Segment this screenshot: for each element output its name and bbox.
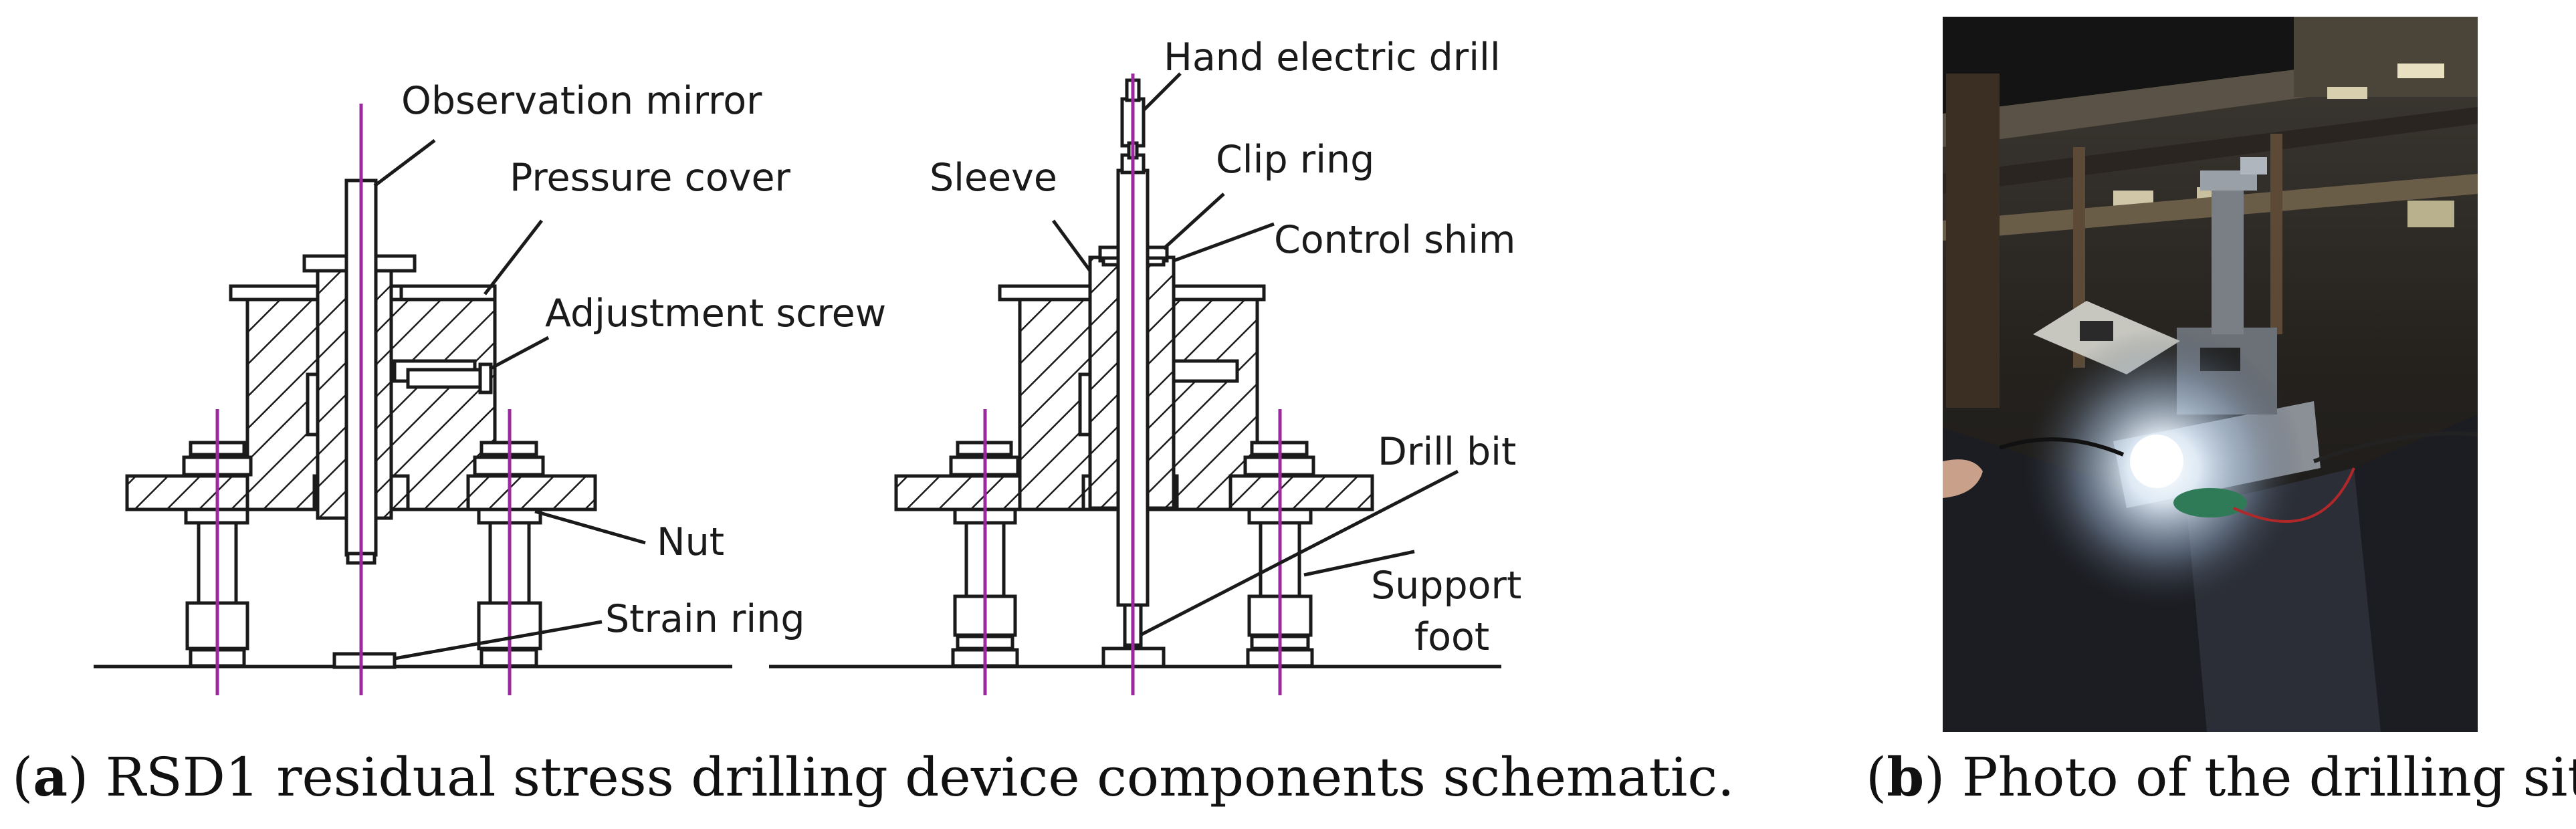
leader-control-shim	[1173, 222, 1275, 263]
label-drill-bit: Drill bit	[1378, 430, 1516, 474]
schematic-right-view: Hand electric drill Sleeve Clip ring Con…	[769, 35, 1521, 695]
leader-strain-ring	[394, 620, 603, 661]
leader-drill-bit	[1139, 469, 1459, 637]
label-support-foot-line2: foot	[1414, 615, 1489, 659]
label-clip-ring: Clip ring	[1216, 138, 1374, 182]
leader-nut	[534, 509, 646, 545]
label-strain-ring: Strain ring	[605, 597, 805, 641]
schematic-left-view: Observation mirror Pressure cover Adjust…	[94, 79, 886, 695]
caption-a: (a) RSD1 residual stress drilling device…	[12, 745, 1735, 808]
label-adjustment-screw: Adjustment screw	[545, 291, 886, 336]
leader-observation-mirror	[373, 139, 436, 187]
adjustment-screw-head	[478, 362, 493, 394]
caption-b-letter: b	[1887, 745, 1924, 808]
label-pressure-cover: Pressure cover	[510, 156, 791, 200]
label-nut: Nut	[657, 520, 724, 564]
drilling-site-photo	[1943, 17, 2478, 732]
leader-adjustment-screw	[488, 336, 550, 371]
caption-a-letter: a	[33, 745, 68, 808]
label-sleeve: Sleeve	[930, 156, 1057, 200]
label-support-foot-line1: Support	[1371, 564, 1521, 608]
label-observation-mirror: Observation mirror	[401, 79, 762, 123]
leader-clip-ring	[1162, 193, 1225, 250]
pressure-cover-rim-left	[399, 284, 497, 302]
label-hand-electric-drill: Hand electric drill	[1164, 35, 1501, 80]
leader-support-foot	[1303, 550, 1415, 577]
leader-pressure-cover	[484, 219, 543, 295]
adjustment-screw-shaft	[406, 368, 484, 389]
label-control-shim: Control shim	[1274, 218, 1515, 262]
caption-b-text: Photo of the drilling site.	[1945, 746, 2576, 808]
strain-ring	[332, 652, 397, 669]
caption-b: (b) Photo of the drilling site.	[1866, 745, 2576, 808]
caption-a-text: RSD1 residual stress drilling device com…	[88, 746, 1734, 808]
leader-hand-drill	[1142, 72, 1182, 112]
leader-sleeve	[1051, 219, 1092, 272]
